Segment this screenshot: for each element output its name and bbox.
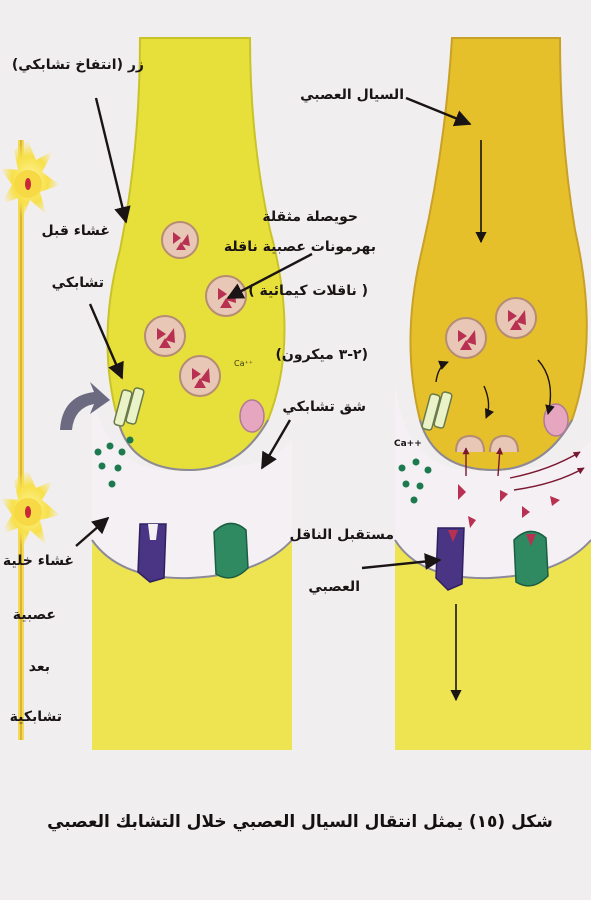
vesicle [446,318,486,358]
right-synapse [395,38,591,750]
neuron-cell-top [0,140,60,220]
label-synaptic-cleft: شق تشابكي [280,398,366,417]
calcium-pump-left [240,400,264,432]
svg-text:Ca⁺⁺: Ca⁺⁺ [234,359,253,368]
vesicle [180,356,220,396]
label-calcium-ion: Ca++ [394,438,424,450]
label-postsynaptic-line-3: بعد [0,658,50,677]
label-vesicle-line-3: ( ناقلات كيمائية ) [262,282,368,301]
vesicle [162,222,198,258]
label-receptor-line-2: العصبي [300,578,360,597]
label-postsynaptic-line-2: عصبية [0,606,56,625]
label-cleft-width: (٢-٣ ميكرون) [272,346,368,365]
label-vesicle-line-1: حويصلة مثقلة [250,208,358,227]
receptor-right-purple [436,528,464,590]
figure-caption: شكل (١٥) يمثل انتقال السيال العصبي خلال … [40,812,560,832]
vesicle [206,276,246,316]
label-nerve-impulse: السيال العصبي [308,86,404,105]
vesicle [145,316,185,356]
label-receptor-line-1: مستقبل الناقل [296,526,394,545]
label-presynaptic-line-1: غشاء قبل [40,222,110,241]
calcium-pump-right [544,404,568,436]
left-synapse: Ca⁺⁺ [60,38,292,750]
vesicle [496,298,536,338]
receptor-left-green [214,523,248,577]
neuron-cell-bottom [0,470,60,550]
label-postsynaptic-line-1: غشاء خلية [0,552,74,571]
signal-direction-arrow [60,382,110,430]
label-postsynaptic-line-4: تشابكية [0,708,62,727]
label-synaptic-knob: زر (انتفاخ تشابكي) [24,56,144,75]
label-vesicle-line-2: بهرمونات عصبية ناقلة [226,238,376,257]
label-presynaptic-line-2: تشابكي [40,274,104,293]
